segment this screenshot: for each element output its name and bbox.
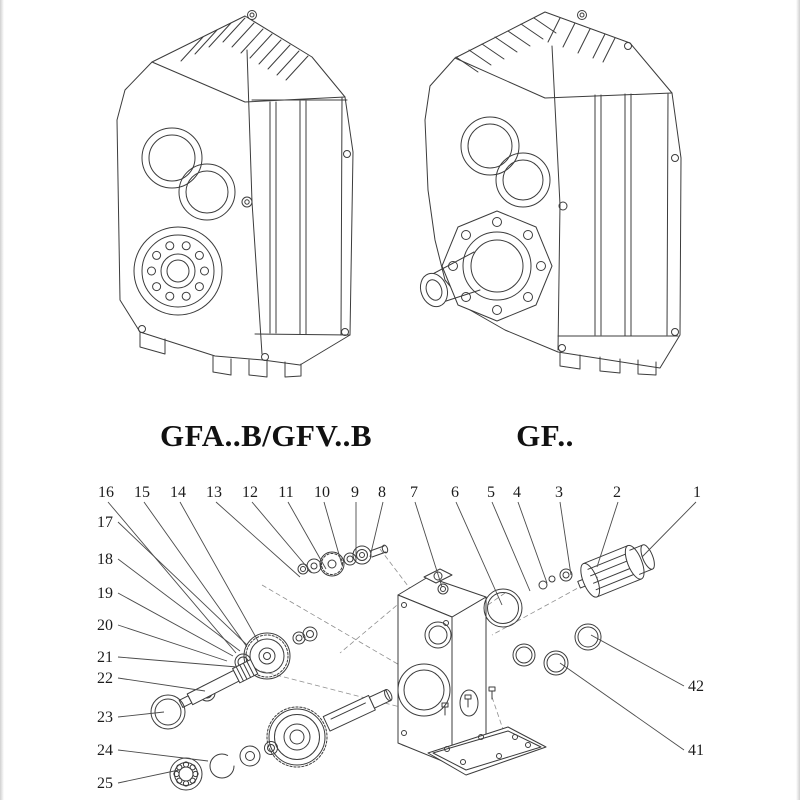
part-number-3: 3 bbox=[555, 484, 563, 501]
part-number-21: 21 bbox=[97, 649, 113, 666]
part-number-19: 19 bbox=[97, 585, 113, 602]
cover-bolts bbox=[441, 686, 496, 716]
part-number-24: 24 bbox=[97, 742, 113, 759]
cooling-fins bbox=[180, 17, 309, 81]
output-shaft bbox=[419, 251, 481, 308]
part-number-7: 7 bbox=[410, 484, 418, 501]
part-number-11: 11 bbox=[278, 484, 293, 501]
housing-part bbox=[397, 568, 487, 766]
exploded-parts-diagram: 16 15 14 13 12 11 10 9 8 7 6 5 4 3 2 1 1… bbox=[97, 484, 704, 792]
output-shaft bbox=[322, 689, 393, 732]
gearbox-housing-outline bbox=[424, 10, 682, 369]
side-ribs bbox=[269, 97, 343, 336]
output-bearing bbox=[133, 226, 223, 316]
part-number-5: 5 bbox=[487, 484, 495, 501]
part-number-4: 4 bbox=[513, 484, 521, 501]
mounting-feet bbox=[139, 331, 302, 378]
part-number-17: 17 bbox=[97, 514, 113, 531]
part-number-12: 12 bbox=[242, 484, 258, 501]
gearbox-drawing-shaft-output bbox=[419, 10, 682, 376]
part-number-2: 2 bbox=[613, 484, 621, 501]
part-number-6: 6 bbox=[451, 484, 459, 501]
part-number-15: 15 bbox=[134, 484, 150, 501]
bolt-holes bbox=[558, 42, 679, 352]
part-number-16: 16 bbox=[98, 484, 114, 501]
part-number-18: 18 bbox=[97, 551, 113, 568]
part-number-41: 41 bbox=[688, 742, 704, 759]
part-number-22: 22 bbox=[97, 670, 113, 687]
side-ribs bbox=[594, 93, 669, 337]
input-shaft-parts bbox=[297, 544, 389, 577]
motor-part bbox=[577, 544, 655, 598]
leader-lines bbox=[107, 501, 697, 784]
output-gear-parts bbox=[150, 689, 393, 791]
part-number-25: 25 bbox=[97, 775, 113, 792]
model-label-gfab-gfvb: GFA..B/GFV..B bbox=[159, 418, 373, 453]
motor-side-parts bbox=[437, 568, 602, 676]
model-label-gf: GF.. bbox=[516, 418, 574, 453]
gearbox-drawing-shaft-mounted bbox=[116, 10, 354, 378]
input-bores bbox=[460, 116, 551, 208]
part-number-42: 42 bbox=[688, 678, 704, 695]
intermediate-gear-parts bbox=[178, 626, 318, 708]
cooling-fins bbox=[455, 17, 616, 73]
gasket-part bbox=[427, 726, 547, 776]
output-flange bbox=[441, 210, 553, 322]
part-number-13: 13 bbox=[206, 484, 222, 501]
bolt-holes bbox=[138, 150, 351, 361]
part-number-14: 14 bbox=[170, 484, 186, 501]
part-numbers: 16 15 14 13 12 11 10 9 8 7 6 5 4 3 2 1 1… bbox=[97, 484, 704, 792]
part-number-8: 8 bbox=[378, 484, 386, 501]
pinion-shaft bbox=[178, 659, 259, 708]
part-number-9: 9 bbox=[351, 484, 359, 501]
part-number-20: 20 bbox=[97, 617, 113, 634]
input-bores bbox=[141, 127, 236, 221]
mounting-feet bbox=[559, 351, 657, 376]
part-number-10: 10 bbox=[314, 484, 330, 501]
part-number-23: 23 bbox=[97, 709, 113, 726]
part-number-1: 1 bbox=[693, 484, 701, 501]
